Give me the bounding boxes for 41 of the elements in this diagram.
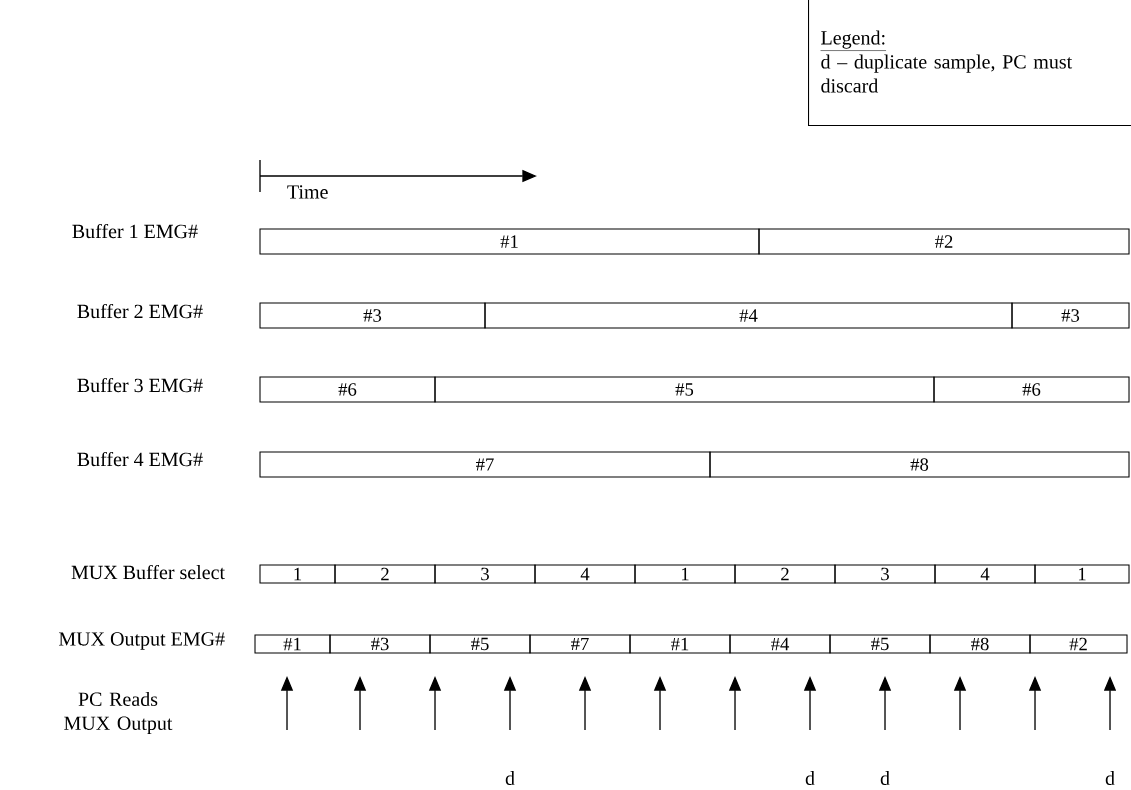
row-label: Buffer 2 EMG# [77,303,203,319]
row-label: PC Reads MUX Output [64,691,173,735]
legend-box: Legend: d – duplicate sample, PC must discard [808,0,1131,127]
timeline-cell: 2 [734,564,836,584]
row-label: Buffer 1 EMG# [72,223,198,239]
timeline-cell: #2 [758,228,1130,255]
row-label: MUX Buffer select [71,564,225,580]
timeline-cell: #4 [484,302,1013,329]
marker-label: d [805,771,815,786]
row-label: Buffer 4 EMG# [77,451,203,467]
timeline-cell: #5 [434,376,935,403]
timeline-cell: #1 [254,634,331,654]
timeline-cell: #7 [529,634,631,654]
row-label: MUX Output EMG# [59,632,225,650]
timeline-cell: #6 [933,376,1130,403]
row-label: Buffer 3 EMG# [77,377,203,393]
timeline-cell: #3 [1011,302,1130,329]
timeline-cell: #3 [259,302,486,329]
timeline-cell: #5 [429,634,531,654]
timeline-cell: 2 [334,564,436,584]
timeline-cell: #7 [259,451,711,478]
timeline-cell: #6 [259,376,436,403]
timeline-cell: #1 [629,634,731,654]
timeline-cell: 1 [634,564,736,584]
timeline-cell: 1 [1034,564,1130,584]
timeline-cell: 4 [934,564,1036,584]
timeline-cell: #3 [329,634,431,654]
timeline-cell: #5 [829,634,931,654]
timeline-cell: #2 [1029,634,1128,654]
timeline-cell: 4 [534,564,636,584]
marker-label: d [880,771,890,786]
timeline-cell: 3 [434,564,536,584]
timeline-cell: #8 [709,451,1130,478]
timeline-cell: #8 [929,634,1031,654]
marker-label: d [1105,771,1115,786]
axis-label: Time [287,185,328,199]
marker-label: d [505,771,515,786]
timeline-cell: #1 [259,228,760,255]
timeline-cell: 3 [834,564,936,584]
timeline-cell: #4 [729,634,831,654]
timeline-cell: 1 [259,564,336,584]
